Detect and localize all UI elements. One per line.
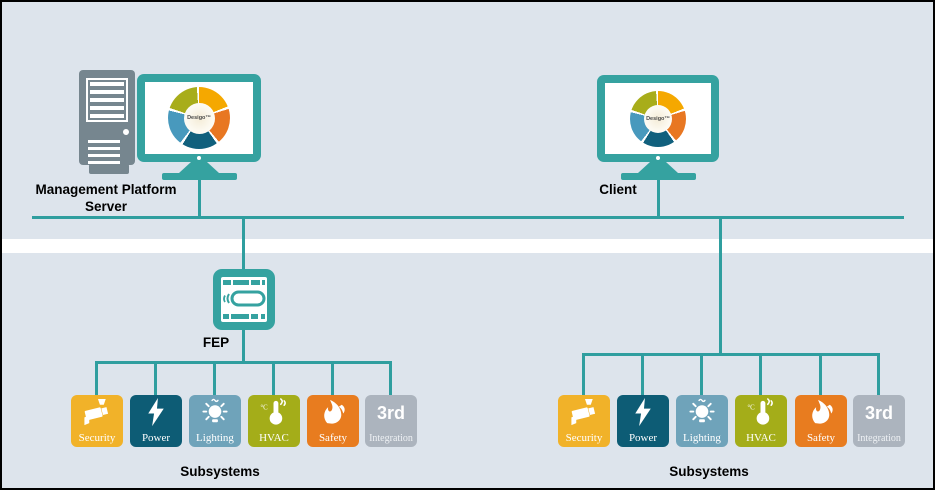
subsystem-label: Safety (806, 432, 836, 444)
right-drop-3 (700, 353, 703, 395)
right-subsystems-label: Subsystems (669, 464, 749, 479)
right-drop-4 (759, 353, 762, 395)
subsystem-label: Integration (857, 433, 901, 444)
server-vents (88, 140, 120, 164)
subsystem-third-party: 3rd Integration (365, 395, 417, 447)
right-subsystem-branch-line (582, 353, 880, 356)
network-band (2, 239, 933, 253)
server-monitor-screen: Desigo™ (145, 82, 253, 154)
subsystem-label: Lighting (683, 432, 721, 444)
left-drop-3 (213, 361, 216, 395)
subsystem-power: Power (617, 395, 669, 447)
subsystem-safety: Safety (307, 395, 359, 447)
subsystem-hvac: °C HVAC (248, 395, 300, 447)
left-drop-5 (331, 361, 334, 395)
client-monitor-screen: Desigo™ (605, 83, 711, 154)
subsystem-label: Safety (318, 432, 348, 444)
desigo-logo-text: Desigo™ (646, 115, 670, 122)
left-drop-1 (95, 361, 98, 395)
subsystem-power: Power (130, 395, 182, 447)
subsystem-label: Security (78, 432, 116, 444)
light-bulb-icon (202, 398, 228, 423)
celsius-text: °C (260, 405, 268, 412)
server-tower-icon (79, 70, 135, 165)
network-bus-line (32, 216, 904, 219)
subsystem-label: HVAC (259, 432, 289, 444)
thermometer-icon: °C (260, 398, 286, 425)
left-subsystems-label: Subsystems (180, 464, 260, 479)
server-monitor-stand (162, 173, 237, 180)
subsystem-label: Integration (369, 433, 413, 444)
client-monitor-stand (621, 173, 696, 180)
desigo-logo-text: Desigo™ (187, 115, 211, 121)
subsystem-hvac: °C HVAC (735, 395, 787, 447)
desigo-logo: Desigo™ (168, 87, 230, 149)
right-drop-6 (877, 353, 880, 395)
fep-upper-connector-line (242, 219, 245, 269)
subsystem-label: Lighting (196, 432, 234, 444)
subsystem-lighting: Lighting (676, 395, 728, 447)
subsystem-lighting: Lighting (189, 395, 241, 447)
client-monitor-neck (638, 162, 678, 173)
subsystem-label: Security (565, 432, 603, 444)
client-monitor: Desigo™ (597, 75, 719, 162)
server-label: Management Platform Server (35, 182, 177, 214)
server-monitor: Desigo™ (137, 74, 261, 162)
cctv-camera-icon (84, 398, 109, 426)
thermometer-icon: °C (747, 398, 773, 425)
fep-lower-connector-line (242, 328, 245, 362)
right-drop-1 (582, 353, 585, 395)
left-drop-2 (154, 361, 157, 395)
fep-panel (221, 277, 267, 322)
monitor-camera-dot (656, 156, 660, 160)
lightning-bolt-icon (148, 397, 164, 427)
subsystem-security: Security (71, 395, 123, 447)
flame-icon (812, 399, 833, 424)
left-subsystem-branch-line (95, 361, 392, 364)
server-tower-base (89, 164, 129, 174)
server-power-button (123, 129, 129, 135)
right-drop-2 (641, 353, 644, 395)
server-connector-line (198, 180, 201, 217)
client-connector-line (657, 180, 660, 217)
subsystem-safety: Safety (795, 395, 847, 447)
fep-label: FEP (202, 335, 230, 350)
subsystem-security: Security (558, 395, 610, 447)
fep-device (213, 269, 275, 330)
server-monitor-neck (179, 162, 219, 173)
client-label: Client (599, 182, 637, 197)
monitor-camera-dot (197, 156, 201, 160)
left-drop-6 (389, 361, 392, 395)
server-drive-bays (86, 78, 128, 122)
fep-controller-icon (223, 280, 266, 319)
light-bulb-icon (689, 398, 715, 423)
desigo-logo: Desigo™ (630, 90, 686, 147)
right-drop-5 (819, 353, 822, 395)
cctv-camera-icon (571, 398, 596, 426)
right-main-connector-line (719, 219, 722, 354)
third-party-text: 3rd (864, 403, 893, 423)
lightning-bolt-icon (635, 397, 651, 427)
subsystem-label: Power (628, 432, 658, 444)
third-party-text: 3rd (376, 403, 405, 423)
subsystem-third-party: 3rd Integration (853, 395, 905, 447)
flame-icon (324, 399, 345, 424)
celsius-text: °C (747, 405, 755, 412)
left-drop-4 (272, 361, 275, 395)
subsystem-label: HVAC (746, 432, 776, 444)
subsystem-label: Power (141, 432, 171, 444)
